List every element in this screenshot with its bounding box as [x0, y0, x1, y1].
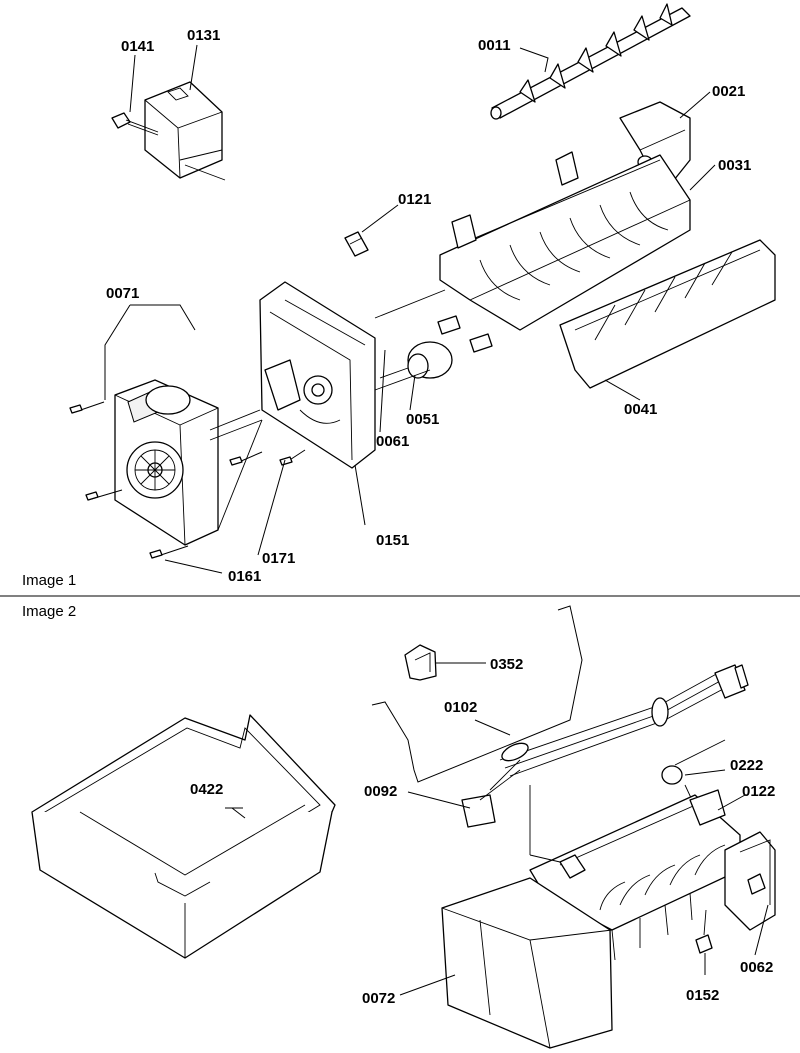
image-1-drawing [69, 3, 776, 574]
part-0352-clip [404, 644, 437, 681]
image-2-drawing [31, 605, 776, 1049]
section-label-image-1: Image 1 [22, 572, 76, 589]
callout-0062: 0062 [740, 959, 773, 976]
callout-0061: 0061 [376, 433, 409, 450]
part-0102-feeler-arm [371, 605, 583, 783]
callout-0071: 0071 [106, 285, 139, 302]
callout-0121: 0121 [398, 191, 431, 208]
callout-0122: 0122 [742, 783, 775, 800]
callout-0031: 0031 [718, 157, 751, 174]
callout-0051: 0051 [406, 411, 439, 428]
callout-0072: 0072 [362, 990, 395, 1007]
callout-0102: 0102 [444, 699, 477, 716]
callout-0161: 0161 [228, 568, 261, 585]
callout-0011: 0011 [478, 37, 511, 54]
part-0061-housing [259, 281, 376, 469]
part-0071-module-front [114, 379, 263, 546]
part-0062-shield [724, 831, 776, 931]
part-0011-ejector [490, 3, 691, 120]
part-0051-motor [379, 315, 493, 379]
callout-0422: 0422 [190, 781, 223, 798]
part-0031-mold [439, 151, 691, 331]
callout-0151: 0151 [376, 532, 409, 549]
leaders-image-2 [225, 662, 769, 996]
part-wire-harness [461, 664, 749, 828]
part-0422-bucket [31, 714, 336, 959]
part-0121-clip [344, 231, 369, 257]
part-0072-cover [441, 877, 613, 1049]
part-0141-screw [111, 112, 159, 136]
callout-0222: 0222 [730, 757, 763, 774]
part-0152-screw [695, 909, 713, 954]
callout-0352: 0352 [490, 656, 523, 673]
callout-0021: 0021 [712, 83, 745, 100]
callout-labels: 0141 0131 0011 0021 0031 0121 0071 0051 … [22, 27, 775, 1007]
callout-0171: 0171 [262, 550, 295, 567]
callout-0131: 0131 [187, 27, 220, 44]
screws-image-1 [69, 401, 306, 559]
guide-lines-image-2 [529, 785, 561, 863]
callout-0141: 0141 [121, 38, 154, 55]
callout-0041: 0041 [624, 401, 657, 418]
part-0131-bracket [144, 81, 226, 181]
callout-0152: 0152 [686, 987, 719, 1004]
leaders-image-1 [104, 44, 716, 574]
section-label-image-2: Image 2 [22, 603, 76, 620]
part-0041-stripper [559, 239, 776, 389]
callout-0092: 0092 [364, 783, 397, 800]
guide-lines-image-1 [217, 289, 446, 531]
